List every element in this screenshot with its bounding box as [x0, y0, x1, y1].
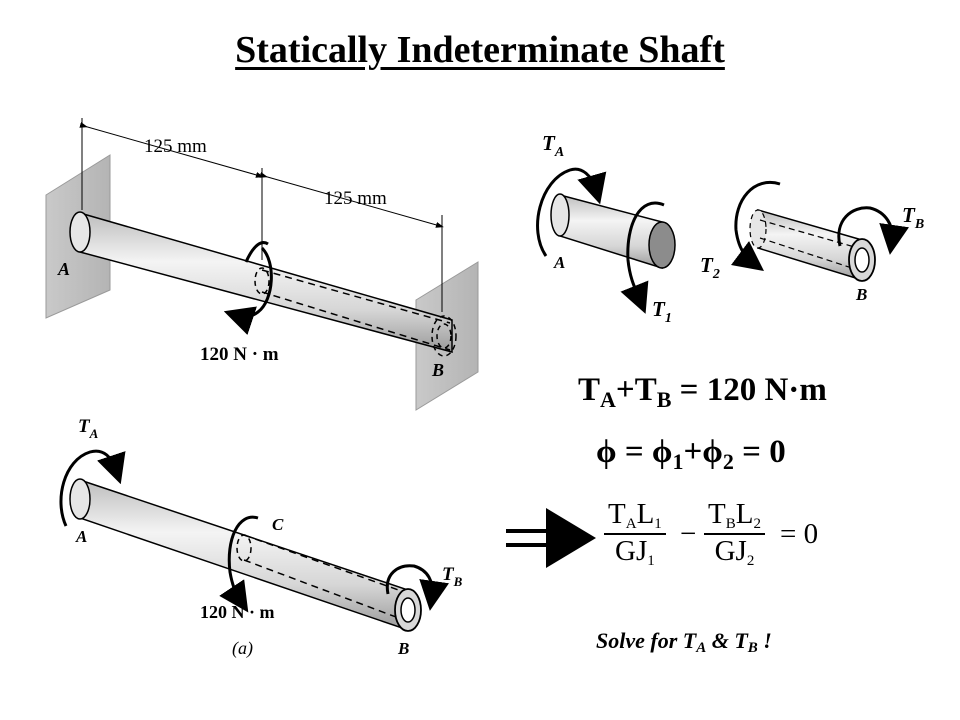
shaft2-end-a — [69, 478, 91, 520]
hollow-line-bottom — [261, 291, 451, 351]
shaft2-ta-label: TA — [78, 416, 99, 441]
minus-sign: − — [680, 518, 697, 550]
shaft2-tb-arrow — [385, 564, 449, 611]
compatibility-equation: ϕ = ϕ1+ϕ2 = 0 — [596, 434, 786, 474]
free-body-diagrams: TA T1 A T2 TB B — [536, 131, 924, 326]
shaft2-c-label: C — [272, 515, 284, 534]
fbd-ta-label: TA — [542, 131, 564, 160]
figure-caption: (a) — [232, 638, 253, 659]
fbd-t2-label: T2 — [700, 253, 720, 282]
equals-zero: = 0 — [780, 518, 819, 550]
shaft2-hollow-bottom — [243, 559, 405, 621]
fbd-segment-2-start — [749, 209, 767, 249]
dim-line-1 — [79, 122, 264, 178]
dim-label-2: 125 mm — [324, 188, 387, 209]
shaft2-ta-arrow — [59, 449, 126, 527]
shaft2-hollow-top — [243, 534, 405, 593]
fbd-segment-1-cut — [648, 221, 676, 269]
shaft-body — [79, 212, 453, 353]
fbd-tb-label: TB — [902, 203, 924, 232]
shaft2-end-b-inner — [400, 597, 416, 623]
point-b-label: B — [431, 360, 444, 380]
fbd-t1-label: T1 — [652, 297, 672, 326]
shaft2-applied-torque-arrow — [219, 515, 259, 613]
dim-line-2 — [259, 172, 444, 228]
implies-arrow — [506, 508, 596, 568]
solve-instruction: Solve for TA & TB ! — [596, 628, 772, 656]
applied-torque-arrow — [223, 246, 273, 335]
point-a-label: A — [57, 259, 70, 279]
t2-arrow — [730, 181, 781, 272]
tb-arrow — [837, 206, 909, 255]
hollow-line-top — [261, 269, 451, 324]
applied-torque-tail — [244, 241, 269, 263]
fbd-segment-2-end-inner — [854, 247, 870, 273]
shaft-end-a — [69, 211, 91, 253]
fbd-hollow-bottom — [759, 237, 859, 271]
fbd-a-label: A — [553, 253, 565, 272]
fbd-segment-1-end-a — [550, 193, 570, 237]
shaft2-b-label: B — [397, 639, 409, 658]
shaft2-a-label: A — [75, 527, 87, 546]
dim-label-1: 125 mm — [144, 136, 207, 157]
fixed-shaft-figure: 125 mm 125 mm 120 N · m A B — [45, 118, 479, 411]
fbd-hollow-top — [759, 219, 859, 249]
applied-torque-label: 120 N · m — [200, 344, 279, 365]
angle-term-b: TBL2 GJ2 — [704, 498, 765, 570]
shaft2-torque-label: 120 N · m — [200, 602, 275, 622]
page-title: Statically Indeterminate Shaft — [235, 29, 725, 71]
hollow-end-c — [254, 267, 270, 295]
angle-term-a: TAL1 GJ1 — [604, 498, 666, 570]
ta-arrow — [536, 167, 607, 257]
shaft2-tb-label: TB — [442, 564, 463, 589]
released-shaft-figure: TA TB A C B 120 N · m (a) — [59, 416, 463, 659]
shaft2-hollow-end-c — [236, 534, 252, 562]
shaft-end-b-outer — [431, 315, 457, 357]
shaft-end-b-inner — [436, 323, 452, 349]
t1-arrow — [620, 201, 665, 314]
equilibrium-equation: TA+TB = 120 N·m — [578, 372, 827, 412]
fbd-segment-2 — [757, 209, 863, 282]
fbd-b-label: B — [855, 285, 867, 304]
